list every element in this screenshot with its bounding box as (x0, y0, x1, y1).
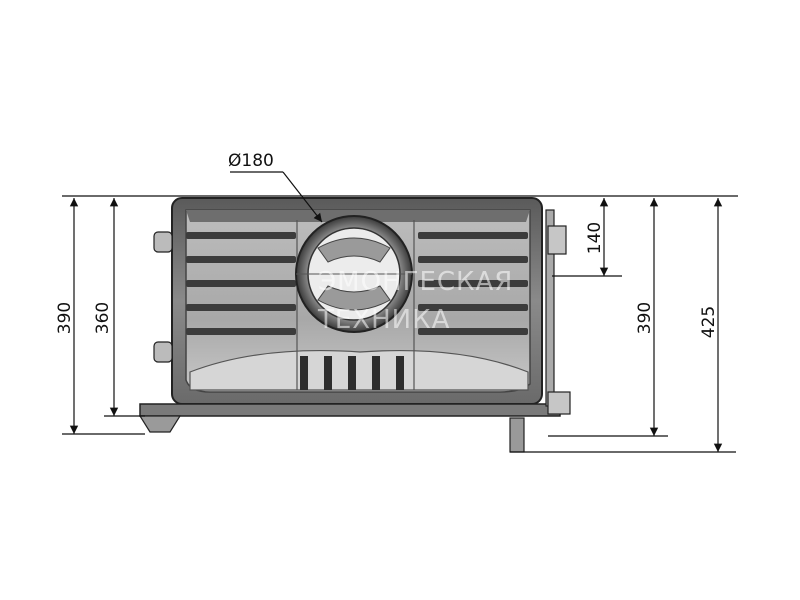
diameter-leader-arrow (282, 171, 323, 223)
rib-right-2 (418, 256, 528, 263)
air-slot-5 (396, 356, 404, 390)
rib-right-5 (418, 328, 528, 335)
rib-left-4 (186, 304, 296, 311)
air-slot-2 (324, 356, 332, 390)
dim-left-outer-value: 390 (55, 302, 75, 334)
air-slot-3 (348, 356, 356, 390)
rib-right-3 (418, 280, 528, 287)
rib-right-1 (418, 232, 528, 239)
rib-left-3 (186, 280, 296, 287)
dim-right-small-value: 140 (585, 222, 605, 254)
rib-group (186, 232, 528, 335)
dim-right-outer-value: 425 (699, 306, 719, 338)
rib-right-4 (418, 304, 528, 311)
air-slot-1 (300, 356, 308, 390)
rib-left-5 (186, 328, 296, 335)
dim-right-mid-value: 390 (635, 302, 655, 334)
rib-left-2 (186, 256, 296, 263)
rib-left-1 (186, 232, 296, 239)
watermark-line1: ЭМОНГЕСКАЯ (318, 267, 513, 297)
flue-collar (295, 215, 413, 333)
air-slot-group (300, 356, 404, 390)
watermark-line2: ТЕХНИКА (317, 305, 450, 335)
diameter-label: Ø180 (228, 151, 274, 171)
dim-left-inner-value: 360 (93, 302, 113, 334)
air-slot-4 (372, 356, 380, 390)
